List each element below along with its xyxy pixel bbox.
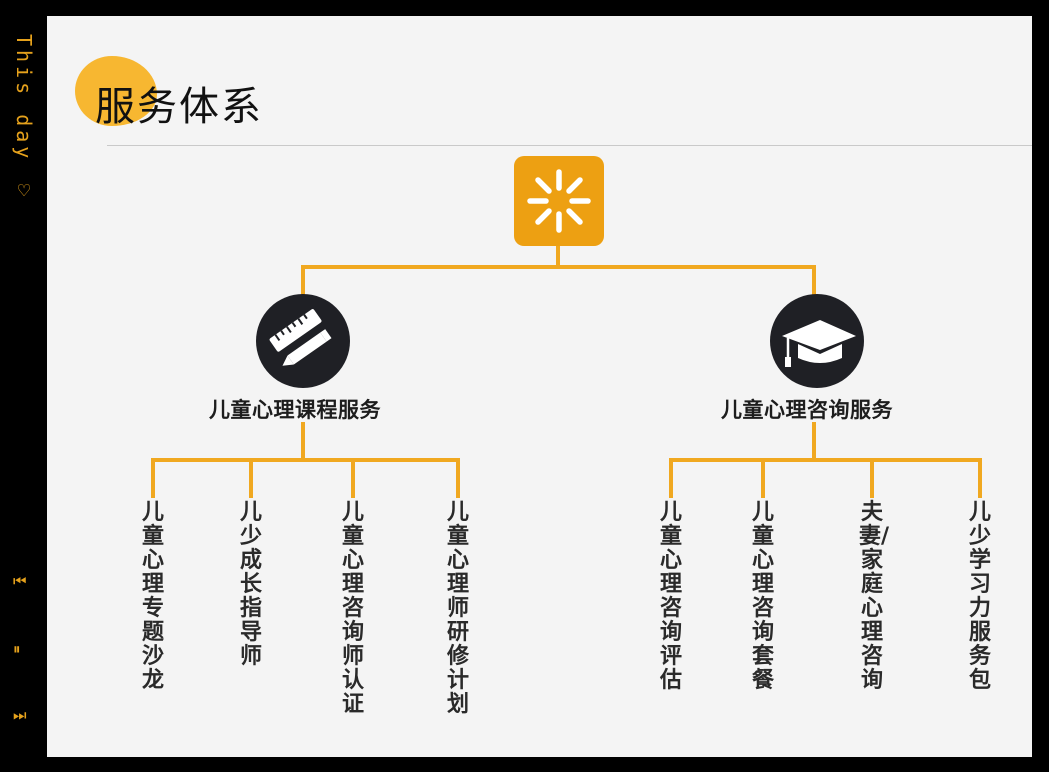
leaf-course-research-plan: 儿童心理师研修计划 xyxy=(446,500,469,717)
leaf-consult-assessment: 儿童心理咨询评估 xyxy=(659,500,682,693)
slide: 服务体系 xyxy=(47,16,1032,757)
branch-courses-label: 儿童心理课程服务 xyxy=(209,398,381,422)
leaf-consult-learning: 儿少学习力服务包 xyxy=(968,500,991,693)
branch-courses-icon-circle xyxy=(256,294,350,388)
ruler-pencil-icon xyxy=(269,309,332,366)
pause-icon[interactable]: ⏸ xyxy=(13,640,21,658)
title-divider xyxy=(107,145,1032,146)
graduation-cap-icon xyxy=(782,320,856,367)
title-decoration xyxy=(75,56,157,126)
leaf-consult-family: 夫妻/家庭心理咨询 xyxy=(859,500,890,693)
root-node xyxy=(514,156,604,246)
leaf-course-growth-mentor: 儿少成长指导师 xyxy=(239,500,262,669)
side-caption: This day ♡ xyxy=(12,34,36,207)
next-icon[interactable]: ⏭ xyxy=(13,706,27,724)
prev-icon[interactable]: ⏮ xyxy=(13,572,27,590)
leaf-course-counselor-cert: 儿童心理咨询师认证 xyxy=(341,500,364,717)
branch-consulting-label: 儿童心理咨询服务 xyxy=(721,398,893,422)
sunburst-icon xyxy=(527,169,591,233)
leaf-consult-package: 儿童心理咨询套餐 xyxy=(751,500,774,693)
slide-title: 服务体系 xyxy=(95,84,263,130)
branch-consulting-icon-circle xyxy=(770,294,864,388)
leaf-course-salon: 儿童心理专题沙龙 xyxy=(141,500,164,693)
connector-lines xyxy=(151,244,982,498)
